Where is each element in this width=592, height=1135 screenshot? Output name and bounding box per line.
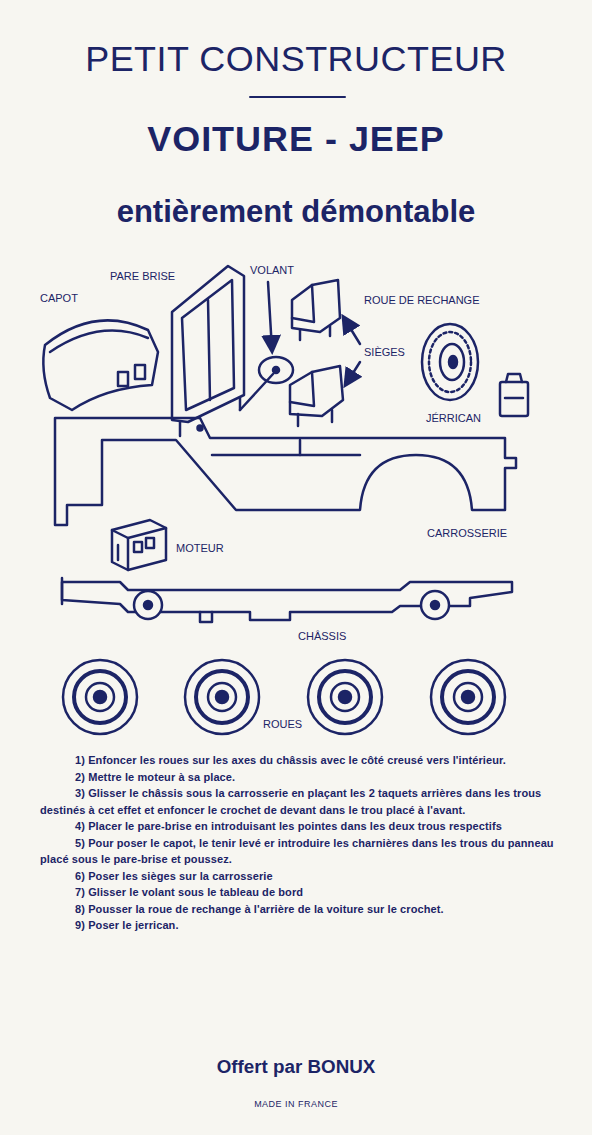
engine-part — [112, 520, 166, 570]
instruction-step: 8) Pousser la roue de rechange à l'arriè… — [40, 901, 556, 918]
hood-part — [43, 320, 158, 410]
part-label: ROUE DE RECHANGE — [362, 294, 482, 307]
seat-parts — [290, 280, 360, 426]
subtitle: entièrement démontable — [0, 194, 592, 230]
spare-wheel-part — [422, 324, 478, 400]
steering-wheel-part — [240, 282, 293, 410]
instruction-step: 1) Enfoncer les roues sur les axes du ch… — [40, 752, 556, 769]
title-underline — [250, 96, 345, 98]
body-part — [55, 418, 516, 525]
sponsor-text: Offert par BONUX — [0, 1056, 592, 1078]
instruction-step: 2) Mettre le moteur à sa place. — [40, 769, 556, 786]
chassis-part — [62, 578, 512, 622]
wheel-parts — [63, 660, 505, 734]
origin-note: MADE IN FRANCE — [0, 1099, 592, 1109]
windshield-part — [172, 266, 244, 436]
instruction-step: 5) Pour poser le capot, le tenir levé er… — [40, 835, 556, 868]
instruction-list: 1) Enfoncer les roues sur les axes du ch… — [40, 752, 556, 934]
main-title: VOITURE - JEEP — [0, 118, 592, 159]
part-label: ROUES — [261, 718, 304, 731]
part-label: VOLANT — [248, 264, 296, 277]
part-label: CAPOT — [38, 292, 80, 305]
instruction-step: 4) Placer le pare-brise en introduisant … — [40, 818, 556, 835]
part-label: PARE BRISE — [108, 270, 177, 283]
instruction-step: 9) Poser le jerrican. — [40, 917, 556, 934]
jerrycan-part — [500, 374, 528, 416]
instruction-step: 7) Glisser le volant sous le tableau de … — [40, 884, 556, 901]
instruction-step: 6) Poser les sièges sur la carrosserie — [40, 868, 556, 885]
part-label: MOTEUR — [174, 542, 226, 555]
instruction-step: 3) Glisser le châssis sous la carrosseri… — [40, 785, 556, 818]
header-text: PETIT CONSTRUCTEUR — [0, 38, 592, 79]
part-label: CARROSSERIE — [425, 527, 509, 540]
part-label: JÉRRICAN — [424, 412, 483, 425]
part-label: SIÈGES — [362, 346, 407, 359]
part-label: CHÂSSIS — [296, 630, 348, 643]
